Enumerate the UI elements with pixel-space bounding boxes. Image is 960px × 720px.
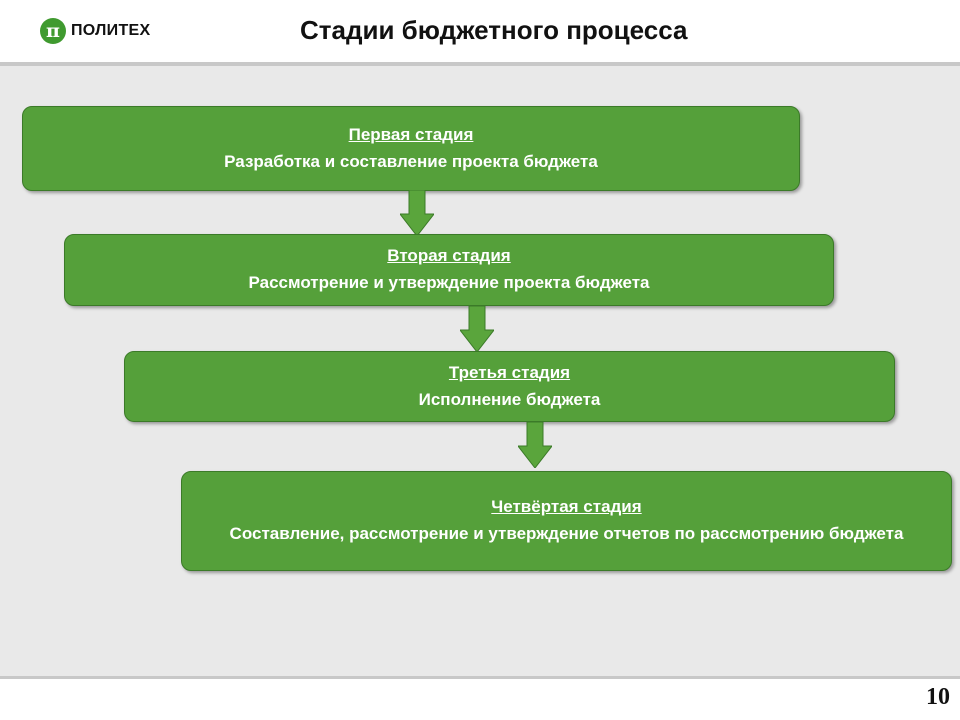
stage-1-title: Первая стадия — [348, 124, 474, 144]
arrow-down-icon — [460, 306, 494, 352]
stage-1-description: Разработка и составление проекта бюджета — [224, 151, 598, 171]
stage-3-box: Третья стадия Исполнение бюджета — [124, 351, 895, 422]
stage-3-description: Исполнение бюджета — [418, 389, 601, 409]
stage-1-box: Первая стадия Разработка и составление п… — [22, 106, 800, 191]
page-number: 10 — [926, 684, 950, 710]
stage-4-description: Составление, рассмотрение и утверждение … — [229, 524, 904, 543]
logo-text: ПОЛИТЕХ — [71, 22, 151, 39]
stage-2-box: Вторая стадия Рассмотрение и утверждение… — [64, 234, 834, 306]
stage-3-title: Третья стадия — [448, 362, 571, 382]
header-divider — [0, 62, 960, 66]
slide-title: Стадии бюджетного процесса — [300, 15, 688, 45]
logo-mark: π — [40, 18, 66, 44]
arrow-down-icon — [518, 422, 552, 468]
slide-header: π ПОЛИТЕХ Стадии бюджетного процесса — [0, 0, 960, 62]
footer-divider — [0, 676, 960, 679]
stage-4-box: Четвёртая стадия Составление, рассмотрен… — [181, 471, 952, 571]
logo: π ПОЛИТЕХ — [40, 16, 151, 46]
stage-2-description: Рассмотрение и утверждение проекта бюдже… — [248, 273, 650, 292]
arrow-down-icon — [400, 190, 434, 236]
stage-4-title: Четвёртая стадия — [491, 497, 642, 516]
stage-2-title: Вторая стадия — [387, 246, 511, 265]
